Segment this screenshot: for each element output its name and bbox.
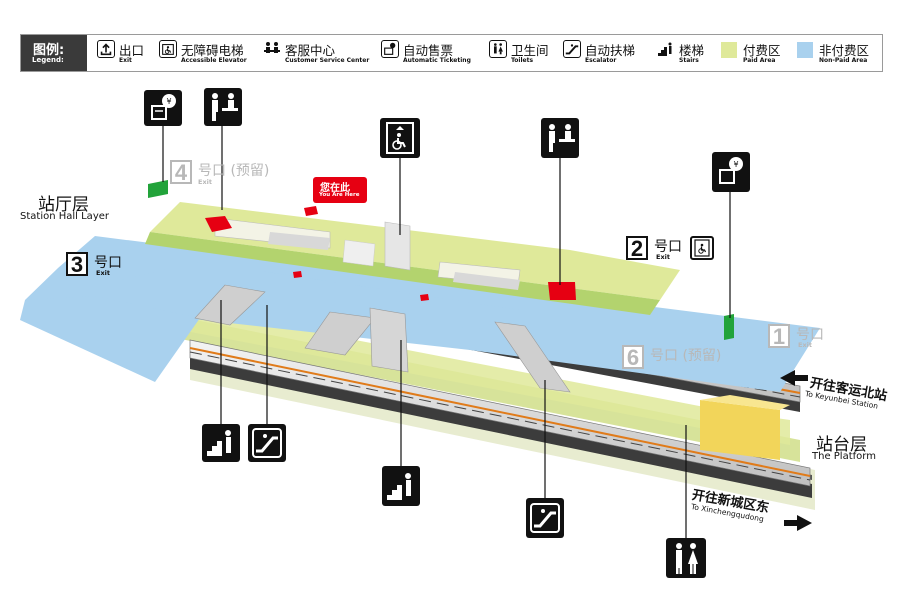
exit-label-zh: 号口 (预留)	[650, 348, 722, 364]
legend-label-en: Paid Area	[743, 57, 776, 64]
legend-label-zh: 出口	[119, 43, 145, 58]
exit-number: 2	[626, 236, 648, 260]
accessible-elevator-icon	[159, 40, 177, 58]
legend-label-zh: 无障碍电梯	[181, 43, 244, 58]
paid-area-swatch	[721, 42, 737, 58]
legend-title-en: Legend:	[32, 56, 64, 64]
sign-accessible-elevator	[380, 118, 420, 158]
sign-stairs-middle	[382, 466, 420, 506]
platform-building	[700, 395, 790, 460]
exit-label-zh: 号口	[654, 239, 682, 255]
you-are-here-en: You Are Here	[319, 192, 360, 198]
hall-layer-label-en: Station Hall Layer	[20, 211, 109, 222]
exit-number: 1	[768, 324, 790, 348]
arrow-left-icon	[780, 370, 808, 386]
legend-label-en: Accessible Elevator	[181, 57, 247, 64]
sign-leader-lines	[162, 124, 731, 540]
legend-label-en: Toilets	[511, 57, 534, 64]
legend-label-en: Escalator	[585, 57, 617, 64]
escalator-icon	[563, 40, 581, 58]
legend-label-zh: 付费区	[743, 43, 781, 58]
ticket-machine-icon: ¥	[151, 94, 176, 120]
exit-label-en: Exit	[656, 253, 670, 261]
sign-stairs-left	[202, 424, 240, 462]
customer-service-icon	[549, 124, 575, 152]
legend-label-zh: 楼梯	[679, 43, 705, 58]
sign-escalator-left	[248, 424, 286, 462]
non-paid-area-swatch	[797, 42, 813, 58]
sign-escalator-right	[526, 498, 564, 538]
customer-service-icon	[263, 40, 281, 58]
sign-customer-service-top-left	[204, 88, 242, 126]
toilet-icon	[676, 543, 698, 574]
exit-label-en: Exit	[798, 341, 812, 349]
exit-icon	[97, 40, 115, 58]
you-are-here-zh: 您在此	[320, 183, 350, 194]
exit-label-zh: 号口 (预留)	[198, 163, 270, 179]
platform-label-zh: 站台层	[816, 435, 867, 455]
svg-text:¥: ¥	[166, 97, 171, 106]
train-lower	[189, 339, 811, 487]
exit-label-en: Exit	[198, 178, 212, 186]
legend-label-en: Customer Service Center	[285, 57, 370, 64]
accessible-elevator-icon	[386, 122, 414, 154]
exit-number: 4	[170, 160, 192, 184]
exit-markers	[148, 180, 734, 340]
you-are-here-marker: 您在此 You Are Here	[313, 177, 367, 203]
accessible-elevator-icon	[690, 236, 714, 260]
legend-title-zh: 图例:	[33, 43, 65, 58]
svg-text:¥: ¥	[733, 160, 738, 169]
exit-label-zh: 号口	[796, 327, 824, 343]
legend-label-zh: 卫生间	[511, 43, 549, 58]
legend-label-en: Exit	[119, 57, 132, 64]
hall-layer-label-zh: 站厅层	[38, 195, 89, 215]
ticket-machine-icon: ¥	[719, 157, 743, 184]
toilet-icon	[489, 40, 507, 58]
sign-toilets	[666, 538, 706, 578]
vertical-connections	[194, 284, 571, 393]
ticket-machine-icon	[381, 40, 399, 58]
exit-number: 6	[622, 345, 644, 369]
sign-ticketing-right: ¥	[712, 152, 750, 192]
legend-label-en: Non-Paid Area	[819, 57, 868, 64]
legend-label-zh: 自动扶梯	[585, 43, 636, 58]
gate-markers	[205, 206, 576, 301]
direction-arrows	[780, 370, 812, 531]
exit-label-zh: 号口	[94, 255, 122, 271]
sign-ticketing: ¥	[144, 90, 182, 126]
escalator-icon	[252, 428, 282, 458]
legend-title: 图例: Legend:	[21, 35, 87, 71]
legend: 图例: Legend: 出口 Exit 无障碍电梯 Accessible Ele…	[20, 34, 883, 72]
legend-label-zh: 非付费区	[819, 43, 870, 58]
exit-number: 3	[66, 252, 88, 276]
legend-label-en: Automatic Ticketing	[403, 57, 471, 64]
customer-service-icon	[212, 93, 238, 121]
stairs-icon	[207, 430, 231, 456]
legend-label-zh: 客服中心	[285, 43, 336, 58]
stairs-icon	[657, 40, 675, 58]
sign-customer-service-top-right	[541, 118, 579, 158]
exit-label-en: Exit	[96, 269, 110, 277]
platform-label-en: The Platform	[812, 451, 876, 462]
legend-label-zh: 自动售票	[403, 43, 454, 58]
platform-paid-area	[95, 290, 790, 445]
arrow-right-icon	[784, 515, 812, 531]
station-hall-layer	[20, 202, 820, 392]
escalator-icon	[530, 503, 560, 533]
legend-label-en: Stairs	[679, 57, 699, 64]
stairs-icon	[387, 473, 411, 500]
